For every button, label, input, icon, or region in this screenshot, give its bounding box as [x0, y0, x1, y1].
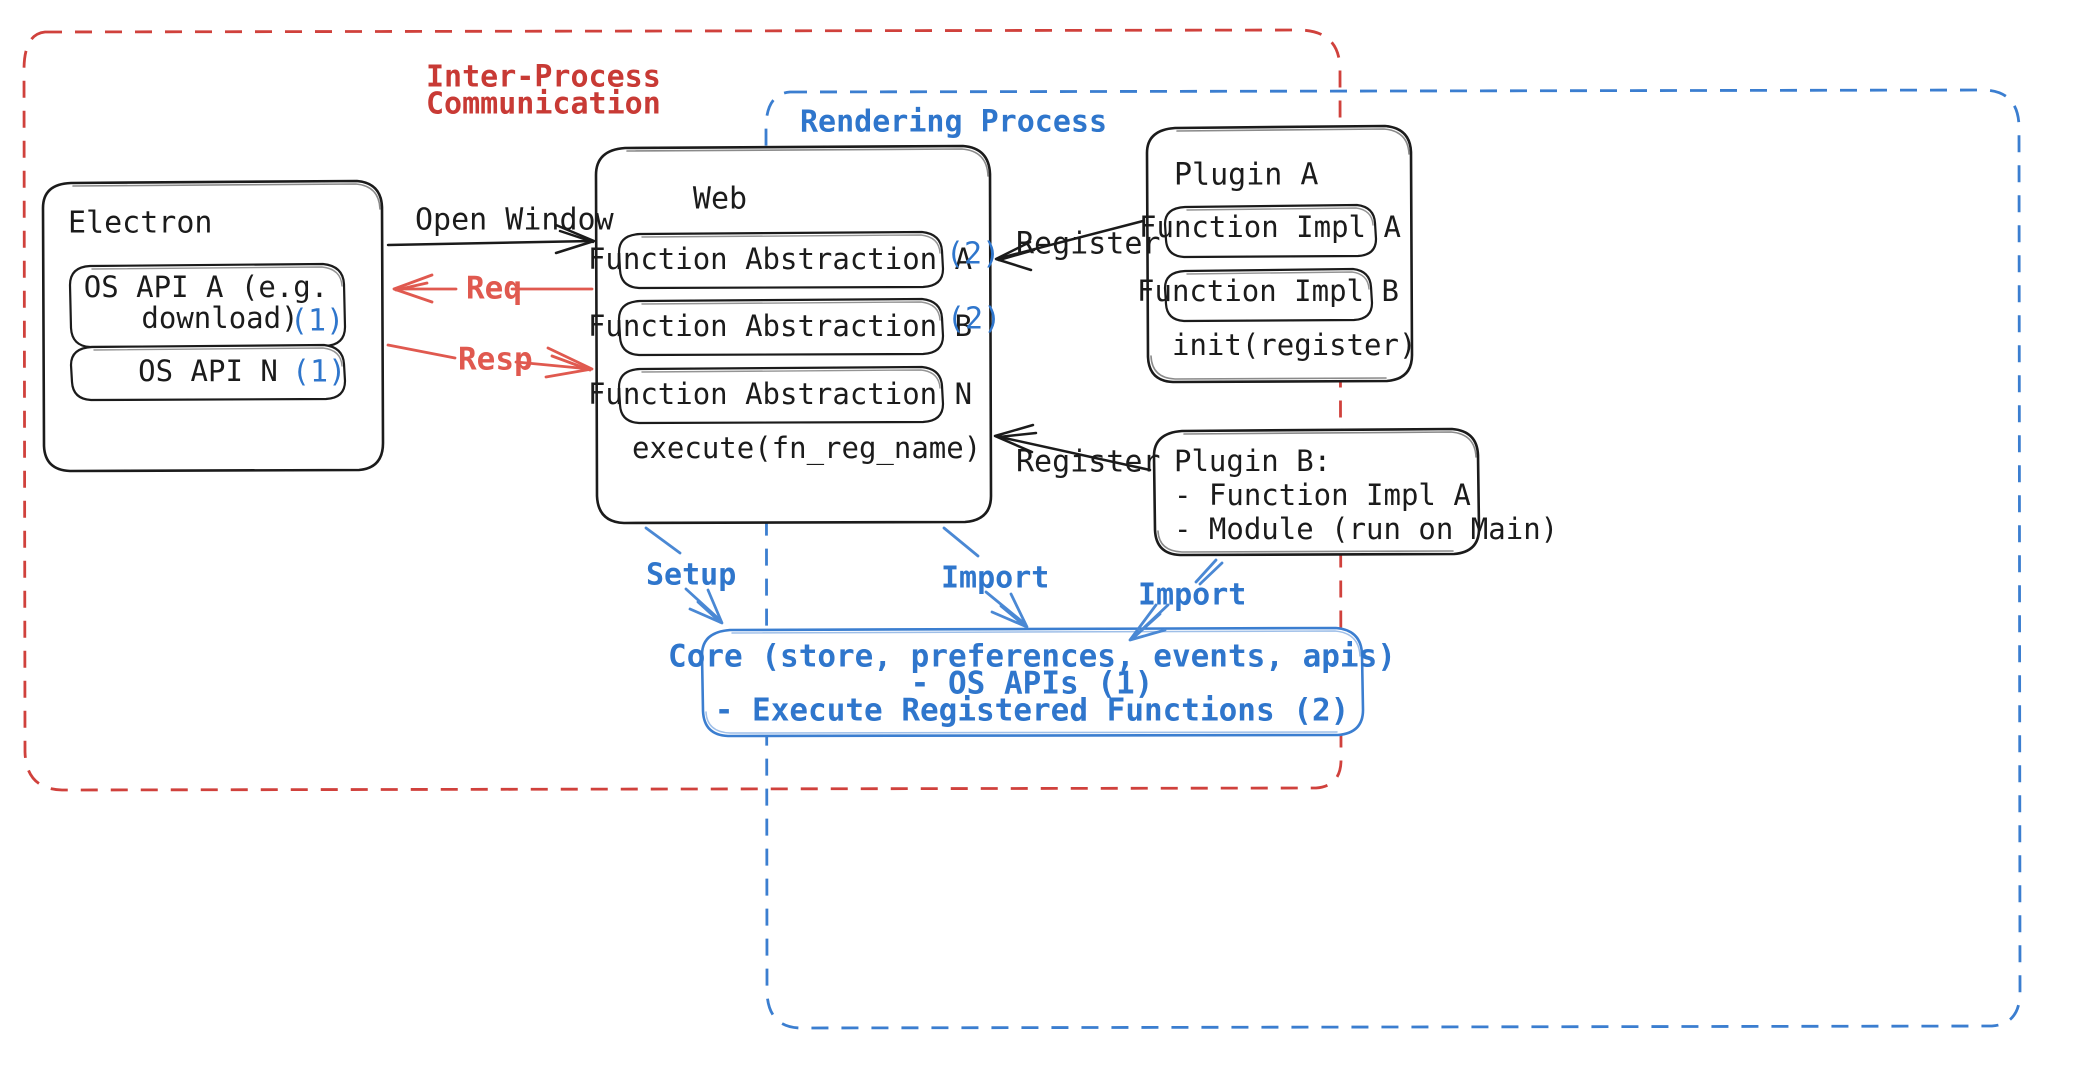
os-api-a-box[interactable] — [68, 262, 347, 349]
arrow-register-plugin-a — [994, 219, 1145, 272]
arrow-resp — [386, 343, 594, 379]
ipc-region — [22, 28, 1343, 792]
rendering-process-label: Rendering Process — [800, 105, 1107, 140]
os-api-n-badge: (1) — [292, 355, 346, 390]
open-window-label: Open Window — [415, 203, 615, 238]
ipc-label-line1: Inter-Process — [426, 60, 661, 95]
core-line-2: - OS APIs (1) — [911, 666, 1154, 702]
arrow-req — [392, 273, 594, 304]
electron-title: Electron — [68, 206, 213, 241]
plugin-a-init-label: init(register) — [1172, 328, 1416, 362]
os-api-n-box[interactable] — [69, 343, 347, 402]
arrow-setup — [644, 526, 724, 625]
plugin-b-item-0: - Function Impl A — [1174, 478, 1471, 512]
core-line-3: - Execute Registered Functions (2) — [715, 693, 1350, 729]
function-abstraction-b-badge: (2) — [947, 302, 1001, 337]
web-execute-label: execute(fn_reg_name) — [632, 431, 981, 466]
req-label: Req — [466, 271, 522, 307]
plugin-b-title: Plugin B: — [1174, 444, 1331, 478]
resp-label: Resp — [458, 342, 533, 378]
function-abstraction-a-badge: (2) — [946, 237, 1000, 272]
function-impl-a-label: Function Impl A — [1139, 210, 1401, 244]
function-abstraction-b-box[interactable] — [617, 297, 945, 357]
import-plugin-b-label: Import — [1138, 578, 1246, 613]
arrow-open-window — [386, 223, 596, 255]
core-box — [700, 626, 1365, 738]
ipc-label-line2: Communication — [426, 87, 661, 122]
function-impl-a-box[interactable] — [1163, 203, 1378, 259]
plugin-a-title: Plugin A — [1174, 158, 1319, 193]
os-api-a-label-line2: download) — [141, 301, 298, 335]
function-abstraction-b-label: Function Abstraction B — [588, 309, 972, 343]
web-title: Web — [693, 182, 747, 217]
os-api-a-badge: (1) — [290, 304, 344, 339]
setup-label: Setup — [646, 558, 736, 593]
import-web-label: Import — [941, 561, 1049, 596]
function-abstraction-a-label: Function Abstraction A — [588, 242, 972, 276]
core-line-1: Core (store, preferences, events, apis) — [668, 639, 1396, 675]
rendering-process-region — [764, 88, 2022, 1030]
arrow-register-plugin-b — [993, 423, 1152, 472]
function-impl-b-box[interactable] — [1163, 267, 1374, 323]
plugin-b-item-1: - Module (run on Main) — [1174, 512, 1558, 546]
register-plugin-a-label: Register — [1016, 227, 1161, 262]
function-abstraction-a-box[interactable] — [617, 230, 945, 290]
register-plugin-b-label: Register — [1016, 445, 1161, 480]
arrow-import-web — [942, 526, 1029, 629]
arrow-import-plugin-b — [1128, 558, 1224, 642]
os-api-n-label: OS API N — [138, 354, 278, 388]
plugin-b-box — [1152, 427, 1481, 557]
function-abstraction-n-box[interactable] — [617, 365, 945, 425]
function-abstraction-n-label: Function Abstraction N — [588, 377, 972, 411]
function-impl-b-label: Function Impl B — [1137, 274, 1399, 308]
os-api-a-label-line1: OS API A (e.g. — [84, 270, 328, 304]
